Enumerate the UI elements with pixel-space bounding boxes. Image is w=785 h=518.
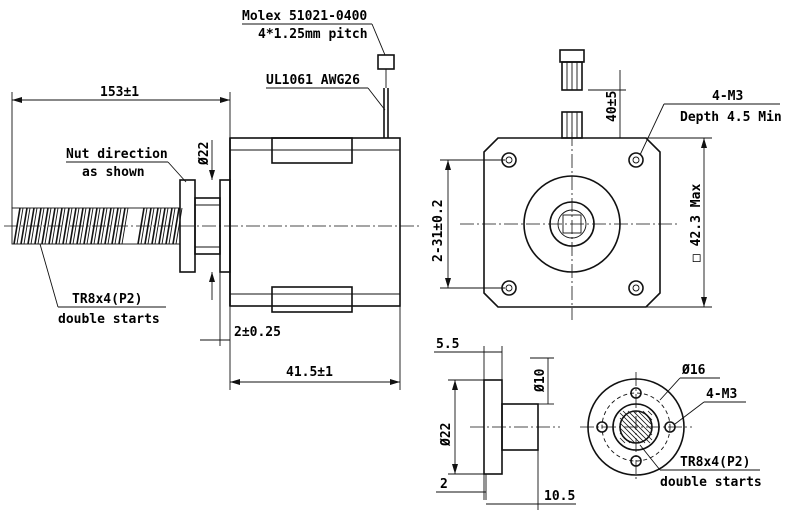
connector-front [559, 49, 585, 63]
label-nut-holes: 4-M3 [706, 387, 737, 402]
front-view: 40±5 2-31±0.2 □ 42.3 Max 4-M3 Depth 4.5 … [431, 49, 782, 320]
dim-flange-thickness: 2±0.25 [234, 325, 281, 340]
label-connector-part: Molex 51021-0400 [242, 9, 367, 24]
dim-nut-boss-dia: Ø10 [533, 368, 548, 393]
dim-nut-step: 2 [440, 477, 448, 492]
mounting-holes [501, 152, 644, 296]
dim-nut-bolt-circle: Ø16 [681, 363, 706, 378]
label-connector-pitch: 4*1.25mm pitch [258, 27, 368, 42]
body-tab-top [271, 137, 353, 164]
dim-square-max: □ 42.3 Max [689, 184, 704, 262]
label-nut-direction-2: as shown [82, 165, 145, 180]
body-tab-bottom [271, 286, 353, 313]
lead-screw [11, 207, 183, 245]
label-thread-spec: TR8x4(P2) [72, 292, 142, 307]
dim-lead-length: 40±5 [605, 91, 620, 122]
dim-nut-length: 10.5 [544, 489, 575, 504]
dim-body-length: 41.5±1 [286, 365, 333, 380]
nut-section-view: 5.5 Ø10 Ø22 2 10.5 [434, 337, 653, 510]
dim-nut-flange-thk: 5.5 [436, 337, 459, 352]
label-nut-direction-1: Nut direction [66, 147, 168, 162]
label-nut-thread-starts: double starts [660, 475, 762, 490]
label-thread-starts: double starts [58, 312, 160, 327]
dim-nut-flange-dia: Ø22 [439, 423, 454, 447]
label-nut-thread-spec: TR8x4(P2) [680, 455, 750, 470]
side-view: 153±1 Ø22 2±0.25 41.5±1 Molex 51021-0400… [4, 9, 420, 390]
label-mount-holes: 4-M3 [712, 89, 743, 104]
label-mount-depth: Depth 4.5 Min [680, 110, 782, 125]
dim-hole-spacing: 2-31±0.2 [431, 199, 446, 262]
dim-total-length: 153±1 [100, 85, 139, 100]
nut-front-view: Ø16 4-M3 TR8x4(P2) double starts [580, 363, 762, 490]
connector-side [377, 54, 395, 70]
label-wire-spec: UL1061 AWG26 [266, 73, 360, 88]
dim-shaft-dia: Ø22 [197, 142, 212, 166]
